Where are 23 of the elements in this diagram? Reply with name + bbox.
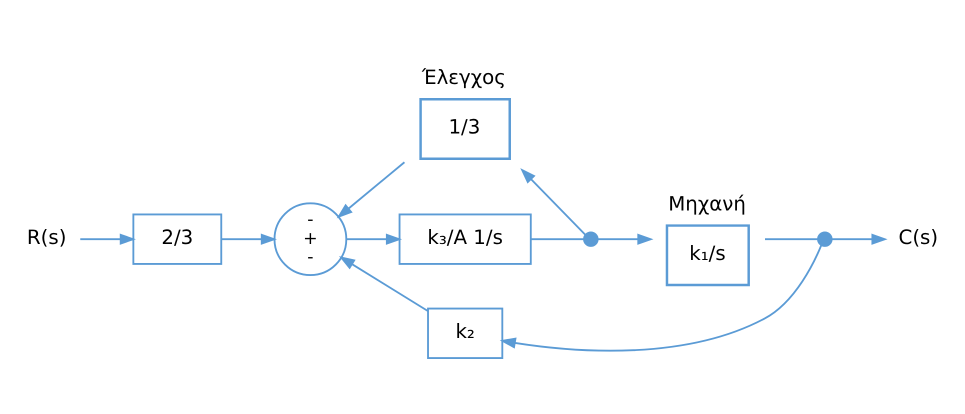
arrow xyxy=(832,234,888,245)
node-box: k₁/s xyxy=(666,224,750,286)
node-circle: - + - xyxy=(274,202,348,276)
node-box: 2/3 xyxy=(132,214,222,265)
arrow xyxy=(221,234,277,245)
arrow xyxy=(346,234,402,245)
node-box: k₂ xyxy=(427,308,504,359)
node-label: Μηχανή xyxy=(668,192,746,216)
connector xyxy=(765,238,818,240)
node-text: C(s) xyxy=(898,226,938,249)
connector xyxy=(530,238,584,240)
node-label: Έλεγχος xyxy=(422,66,506,90)
arrow xyxy=(500,244,822,352)
arrow xyxy=(338,256,428,312)
node-box: k₃/A 1/s xyxy=(398,214,532,265)
arrow xyxy=(80,234,136,245)
arrow xyxy=(520,168,586,236)
arrow xyxy=(598,234,654,245)
node-text: R(s) xyxy=(26,226,66,249)
node-circle xyxy=(817,231,833,247)
node-box: 1/3 xyxy=(419,98,511,160)
arrow xyxy=(336,162,406,218)
node-circle xyxy=(583,231,599,247)
